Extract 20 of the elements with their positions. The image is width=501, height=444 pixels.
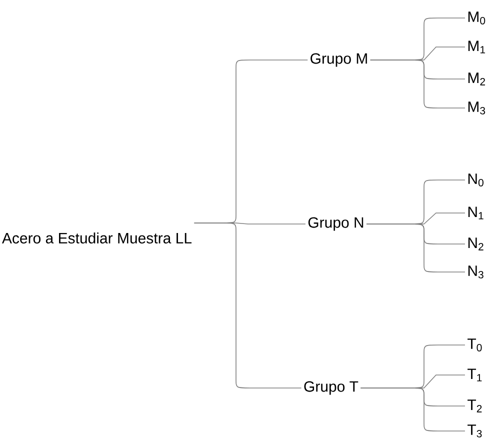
tree-label: Grupo M bbox=[310, 53, 367, 67]
tree-label: Acero a Estudiar Muestra LL bbox=[2, 232, 192, 244]
item-label: N$_{0}$ bbox=[468, 174, 484, 186]
brace-connector bbox=[360, 388, 466, 432]
item-label: N$_{3}$ bbox=[468, 266, 484, 278]
item-label: N$_{1}$ bbox=[468, 206, 484, 220]
item-label: T$_{2}$ bbox=[468, 400, 482, 412]
item-label: M$_{2}$ bbox=[468, 72, 485, 86]
brace-connector bbox=[370, 60, 466, 108]
item-label: M$_{0}$ bbox=[468, 12, 486, 24]
item-label: M$_{1}$ bbox=[468, 40, 485, 54]
item-label: T$_{0}$ bbox=[468, 338, 482, 352]
brace-connector bbox=[194, 222, 302, 388]
item-label: M$_{3}$ bbox=[468, 102, 486, 114]
item-label: T$_{3}$ bbox=[468, 424, 482, 438]
tree-label: Grupo T bbox=[304, 381, 358, 395]
item-label: N$_{2}$ bbox=[468, 238, 484, 250]
item-label: T$_{1}$ bbox=[468, 368, 482, 382]
tree-label: Grupo N bbox=[308, 217, 364, 231]
brace-connector bbox=[366, 224, 466, 272]
